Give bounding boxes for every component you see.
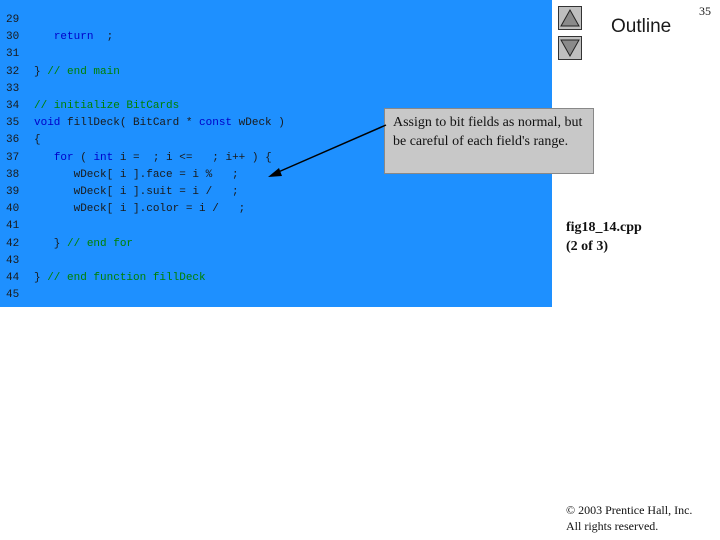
- code-line: 39 wDeck[ i ].suit = i / ;: [0, 184, 552, 201]
- code-line: 32} // end main: [0, 64, 552, 81]
- line-number: 32: [6, 65, 20, 78]
- triangle-down-icon: [560, 39, 580, 58]
- code-text: // initialize BitCards: [34, 98, 179, 115]
- line-number: 44: [6, 272, 20, 284]
- code-line: 33: [0, 81, 552, 98]
- code-line: 37 for ( int i = ; i <= ; i++ ) {: [0, 150, 552, 167]
- code-text: return ;: [34, 29, 113, 46]
- figure-part: (2 of 3): [566, 239, 608, 254]
- code-text: {: [34, 132, 41, 149]
- line-number: 36: [6, 134, 20, 147]
- line-number: 33: [6, 82, 20, 95]
- code-line: 41: [0, 218, 552, 235]
- code-token: }: [34, 65, 48, 78]
- line-number: 39: [6, 186, 20, 198]
- code-text: wDeck[ i ].color = i / ;: [34, 201, 246, 218]
- code-token: wDeck[ i ].face = i % ;: [34, 168, 239, 181]
- code-token: [34, 152, 54, 164]
- line-number: 42: [6, 237, 20, 250]
- code-text: wDeck[ i ].face = i % ;: [34, 167, 239, 184]
- code-token: i = ; i <= ; i++ ) {: [113, 151, 272, 164]
- code-line: 30 return ;: [0, 29, 552, 46]
- figure-caption: fig18_14.cpp (2 of 3): [566, 218, 642, 256]
- line-number: 30: [6, 31, 20, 44]
- line-number: 40: [6, 203, 20, 216]
- copyright-line-2: All rights reserved.: [566, 519, 659, 533]
- code-line: 42 } // end for: [0, 236, 552, 253]
- code-token: wDeck ): [232, 117, 285, 130]
- code-token: [34, 31, 54, 43]
- code-text: void fillDeck( BitCard * const wDeck ): [34, 115, 285, 132]
- code-text: wDeck[ i ].suit = i / ;: [34, 184, 239, 201]
- triangle-up-icon: [560, 8, 580, 27]
- outline-label[interactable]: Outline: [611, 16, 672, 37]
- code-token: wDeck[ i ].suit = i / ;: [34, 186, 239, 198]
- code-line: 36 {: [0, 132, 552, 149]
- code-token: {: [34, 134, 41, 147]
- line-number: 34: [6, 100, 20, 112]
- line-number: 41: [6, 220, 20, 233]
- figure-filename: fig18_14.cpp: [566, 220, 642, 235]
- line-number: 38: [6, 168, 20, 181]
- code-token: wDeck[ i ].color = i / ;: [34, 203, 246, 216]
- code-line: 44} // end function fillDeck: [0, 270, 552, 287]
- code-comment: // end main: [47, 65, 120, 78]
- code-keyword: int: [93, 151, 114, 164]
- code-text: for ( int i = ; i <= ; i++ ) {: [34, 150, 272, 167]
- line-number: 31: [6, 48, 20, 61]
- code-keyword: for: [53, 151, 74, 164]
- copyright-line-1: © 2003 Prentice Hall, Inc.: [566, 503, 693, 517]
- code-line: 35 void fillDeck( BitCard * const wDeck ): [0, 115, 552, 132]
- code-keyword: const: [199, 117, 233, 130]
- code-comment: // end function fillDeck: [47, 272, 206, 284]
- line-number: 37: [6, 151, 20, 164]
- code-line: 45: [0, 287, 552, 304]
- code-text: } // end main: [34, 64, 120, 81]
- code-line: 43: [0, 253, 552, 270]
- code-keyword: return: [53, 31, 94, 44]
- code-keyword: void: [34, 117, 61, 130]
- code-token: }: [34, 272, 48, 284]
- page-number: 35: [699, 4, 711, 18]
- code-comment: // end for: [67, 237, 134, 250]
- code-comment: // initialize BitCards: [34, 100, 180, 112]
- copyright: © 2003 Prentice Hall, Inc. All rights re…: [566, 502, 692, 534]
- code-line: 31: [0, 46, 552, 63]
- code-text: } // end for: [34, 236, 133, 253]
- line-number: 29: [6, 14, 20, 26]
- code-line: 40 wDeck[ i ].color = i / ;: [0, 201, 552, 218]
- code-line: 34 // initialize BitCards: [0, 98, 552, 115]
- code-text: } // end function fillDeck: [34, 270, 206, 287]
- next-slide-button[interactable]: [558, 36, 582, 60]
- code-token: fillDeck( BitCard *: [60, 117, 200, 130]
- annotation-callout: Assign to bit fields as normal, but be c…: [384, 108, 594, 174]
- code-token: (: [73, 151, 94, 164]
- code-line: 38 wDeck[ i ].face = i % ;: [0, 167, 552, 184]
- line-number: 35: [6, 117, 20, 130]
- code-token: ;: [93, 31, 114, 44]
- line-number: 43: [6, 254, 20, 267]
- line-number: 45: [6, 289, 20, 302]
- previous-slide-button[interactable]: [558, 6, 582, 30]
- code-token: }: [34, 237, 68, 250]
- code-line: 29: [0, 12, 552, 29]
